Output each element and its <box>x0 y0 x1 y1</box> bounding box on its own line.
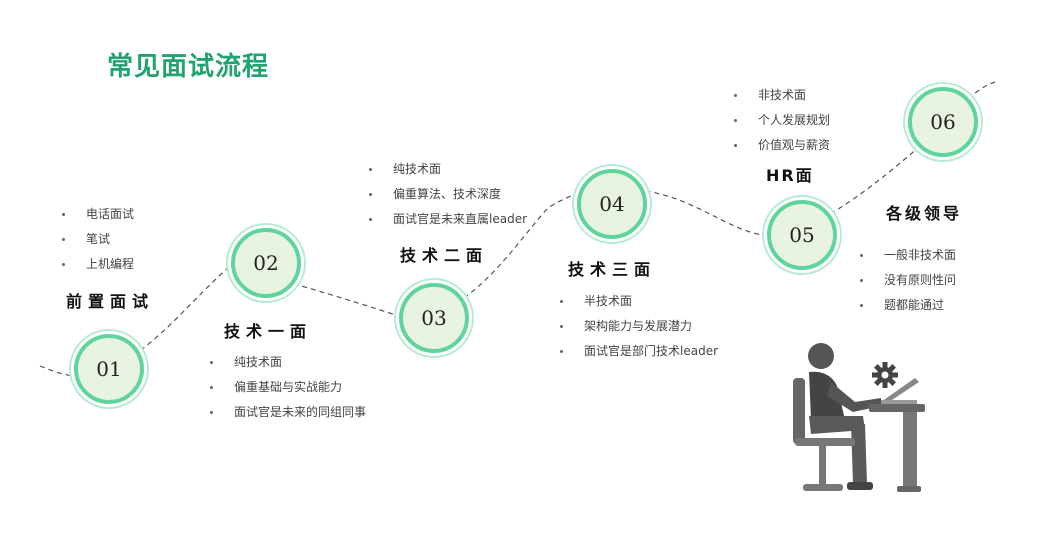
step-3-label: 技术二面 <box>400 246 489 265</box>
step-5-bullet: 个人发展规划 <box>734 108 830 133</box>
step-1-circle: 01 <box>74 334 144 404</box>
step-4-bullet: 架构能力与发展潜力 <box>560 314 718 339</box>
step-3-number: 03 <box>421 306 447 330</box>
step-5-label: HR面 <box>766 166 814 185</box>
step-2-bullet: 纯技术面 <box>210 350 366 375</box>
step-4-bullets: 半技术面 架构能力与发展潜力 面试官是部门技术leader <box>560 289 718 364</box>
person-at-desk-icon <box>793 343 925 492</box>
step-5-bullet: 价值观与薪资 <box>734 133 830 158</box>
step-2-circle: 02 <box>231 228 301 298</box>
step-6-bullet: 题都能通过 <box>860 293 956 318</box>
gear-icon <box>872 362 898 388</box>
step-2-number: 02 <box>253 251 279 275</box>
step-1-bullet: 上机编程 <box>62 252 134 277</box>
step-2-bullet: 面试官是未来的同组同事 <box>210 400 366 425</box>
step-2-label: 技术一面 <box>224 322 313 341</box>
step-4-bullet: 半技术面 <box>560 289 718 314</box>
step-4-circle: 04 <box>577 169 647 239</box>
step-1-bullet: 笔试 <box>62 227 134 252</box>
step-6-number: 06 <box>930 110 956 134</box>
step-1-bullet: 电话面试 <box>62 202 134 227</box>
step-3-circle: 03 <box>399 283 469 353</box>
step-6-bullets: 一般非技术面 没有原则性问 题都能通过 <box>860 243 956 318</box>
step-3-bullet: 偏重算法、技术深度 <box>369 182 527 207</box>
step-3-bullets: 纯技术面 偏重算法、技术深度 面试官是未来直属leader <box>369 157 527 232</box>
step-5-bullet: 非技术面 <box>734 83 830 108</box>
step-2-bullet: 偏重基础与实战能力 <box>210 375 366 400</box>
step-5-number: 05 <box>789 223 815 247</box>
step-6-bullet: 没有原则性问 <box>860 268 956 293</box>
step-3-bullet: 面试官是未来直属leader <box>369 207 527 232</box>
step-5-bullets: 非技术面 个人发展规划 价值观与薪资 <box>734 83 830 158</box>
step-5-circle: 05 <box>767 200 837 270</box>
step-1-number: 01 <box>96 357 122 381</box>
page-title: 常见面试流程 <box>107 52 270 82</box>
step-3-bullet: 纯技术面 <box>369 157 527 182</box>
step-1-bullets: 电话面试 笔试 上机编程 <box>62 202 134 277</box>
step-6-bullet: 一般非技术面 <box>860 243 956 268</box>
step-4-label: 技术三面 <box>568 260 657 279</box>
step-2-bullets: 纯技术面 偏重基础与实战能力 面试官是未来的同组同事 <box>210 350 366 425</box>
step-6-label: 各级领导 <box>886 204 963 223</box>
step-1-label: 前置面试 <box>66 292 155 311</box>
step-6-circle: 06 <box>908 87 978 157</box>
step-4-bullet: 面试官是部门技术leader <box>560 339 718 364</box>
step-4-number: 04 <box>599 192 625 216</box>
